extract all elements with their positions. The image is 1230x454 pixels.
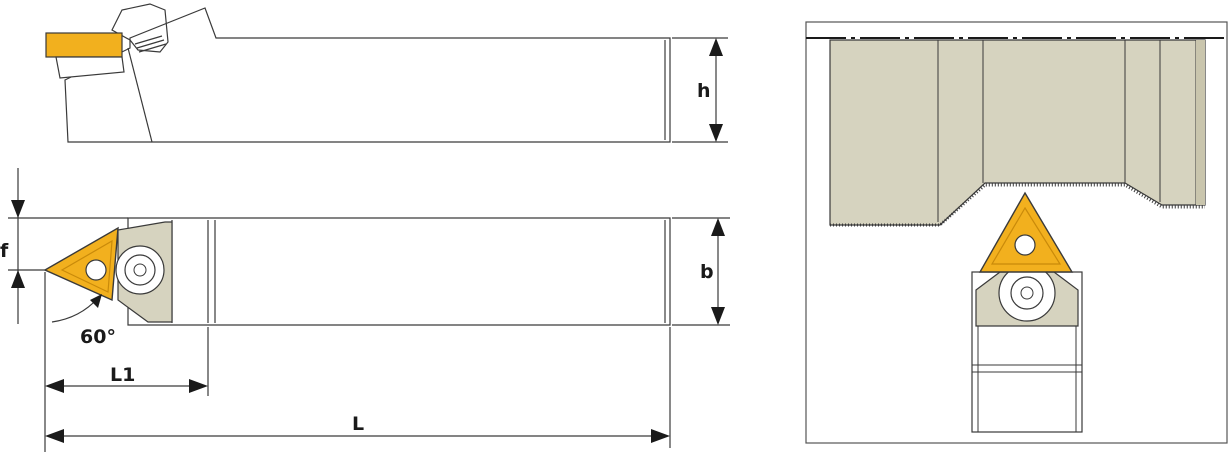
dim-l: L [45,327,671,448]
dim-angle-label: 60° [80,326,116,348]
dim-f-label: f [0,240,9,262]
application-panel [805,21,1228,444]
dim-f-arrow-bottom [11,270,25,288]
dim-f: f [0,168,128,324]
top-view-shank [127,217,671,326]
dim-angle-arc [51,297,99,323]
dim-h-arrow-top [709,38,723,56]
side-view-shank [64,7,671,143]
top-view-screw-socket [133,263,147,277]
application-holder [971,264,1083,433]
side-view-clamp [111,3,169,53]
workpiece-cut-edge [830,183,1205,227]
application-insert [978,191,1074,273]
top-view-insert-chipbreaker [60,239,113,293]
dim-l1-arrow-left [45,379,64,393]
top-view-screw [124,254,156,286]
dim-b: b [672,217,730,326]
side-view-edge-line [127,47,153,143]
dim-l1: L1 [44,272,209,452]
application-insert-chipbreaker [990,206,1062,265]
dim-h: h [672,37,728,143]
side-view-insert [45,32,123,58]
dim-l-label: L [352,413,364,435]
dim-l1-label: L1 [110,364,135,386]
top-view-insert [43,226,119,302]
dim-h-arrow-bottom [709,124,723,142]
dim-l-arrow-right [651,429,670,443]
dim-l-arrow-left [45,429,64,443]
application-holder-screw [1010,276,1044,310]
application-insert-hole [1014,234,1036,256]
workpiece-shadow [1196,40,1205,205]
dim-l1-arrow-right [189,379,208,393]
dim-h-label: h [697,80,711,102]
top-view-insert-hole [85,259,107,281]
dim-angle-arrow [90,294,102,308]
dim-b-arrow-bottom [711,307,725,325]
side-view-clamp-screw-thread [134,35,167,53]
dim-b-arrow-top [711,218,725,236]
dim-b-label: b [700,261,714,283]
application-holder-screw-socket [1020,286,1034,300]
dim-angle: 60° [51,294,116,348]
dim-f-arrow-top [11,200,25,218]
side-view [45,3,671,143]
side-view-seat [55,56,125,79]
top-view [43,217,671,326]
